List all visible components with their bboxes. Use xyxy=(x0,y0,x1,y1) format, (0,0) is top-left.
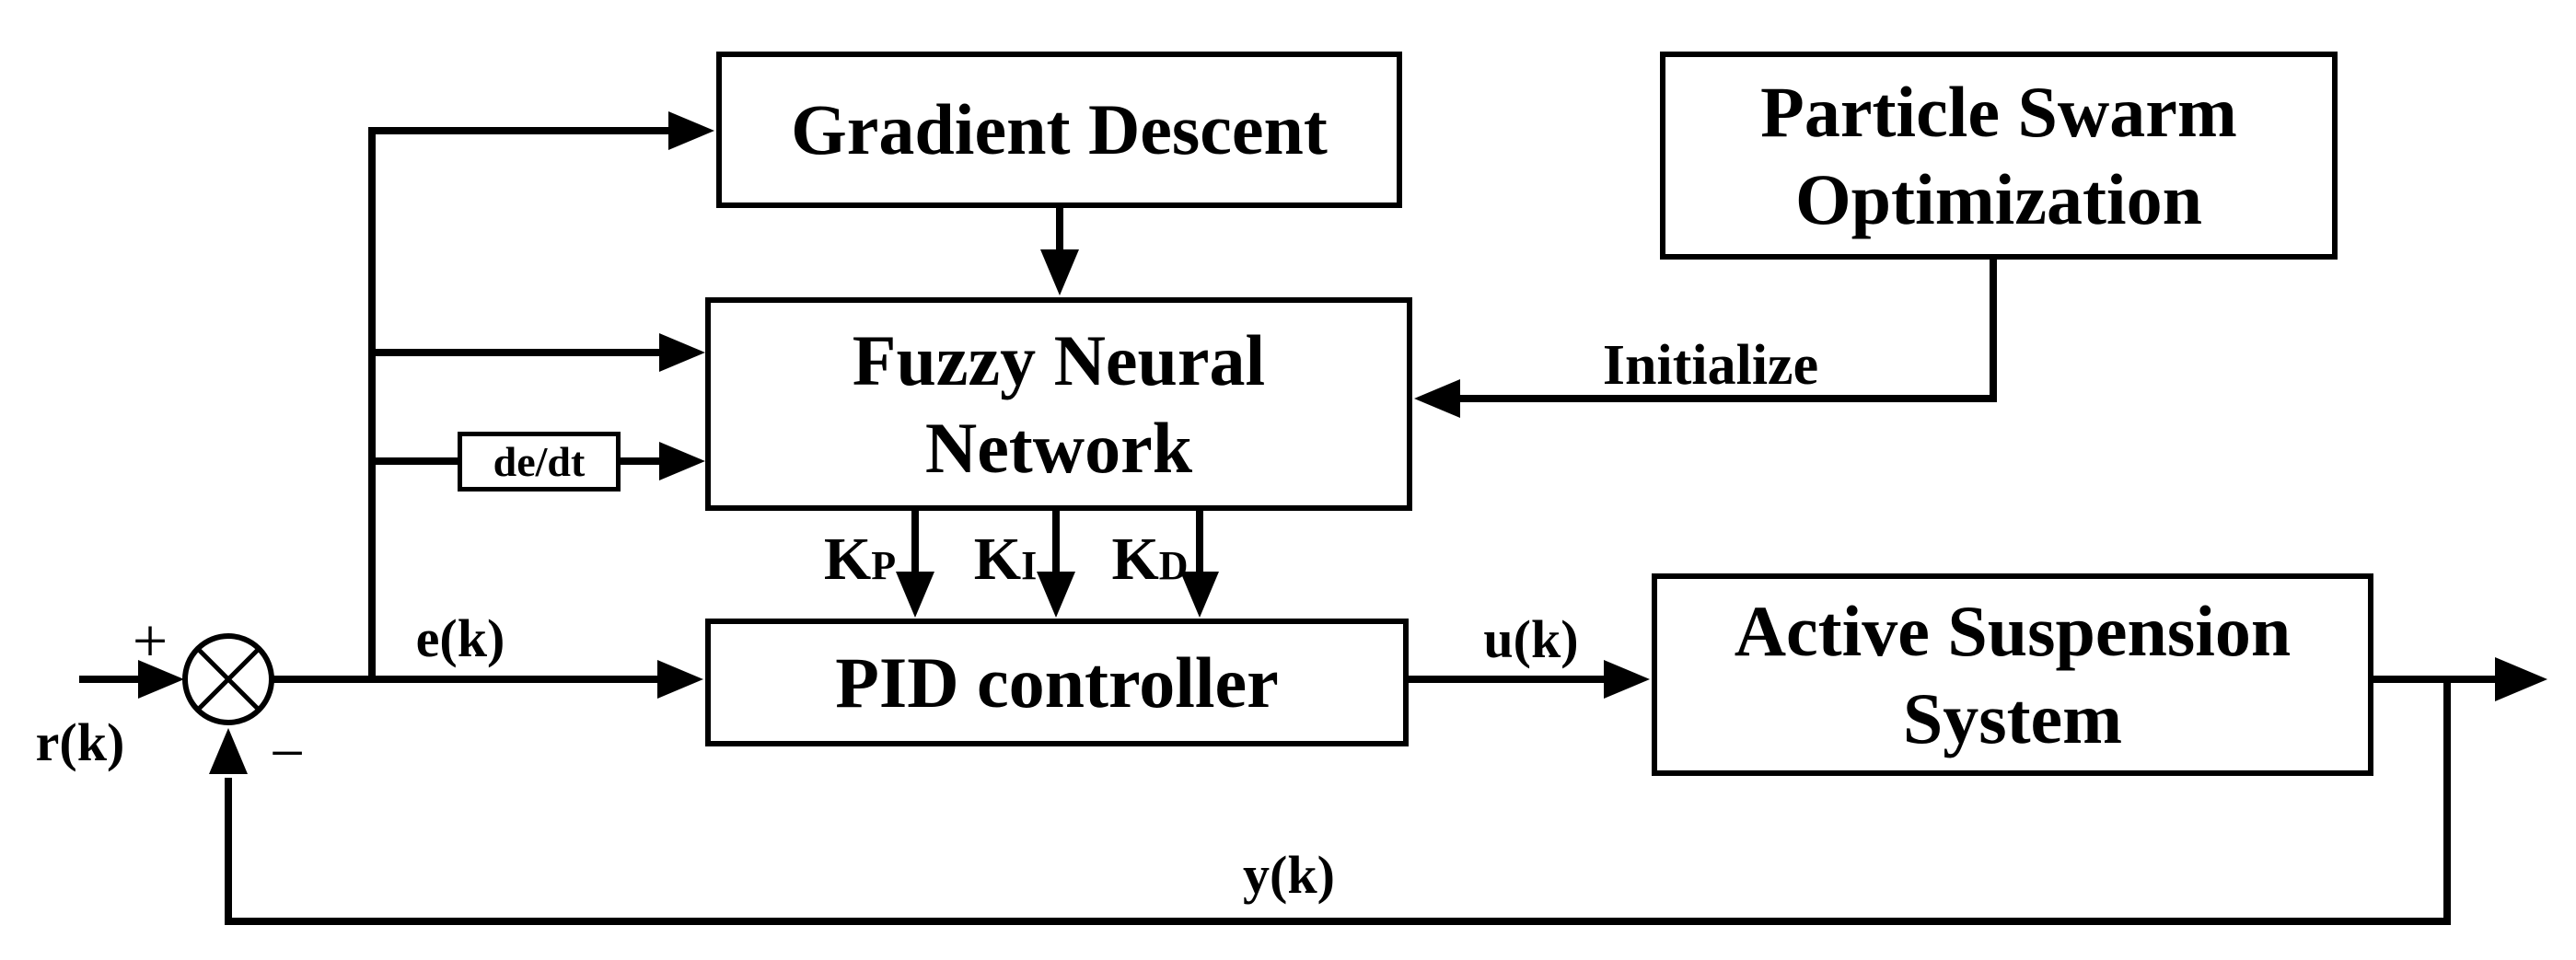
kp-gain-label: KP xyxy=(824,529,896,590)
error-signal-label: e(k) xyxy=(415,608,505,668)
block-active-suspension-system: Active Suspension System xyxy=(1652,573,2373,776)
block-particle-swarm-optimization: Particle Swarm Optimization xyxy=(1660,52,2338,260)
arrowhead-into-sum xyxy=(138,660,184,699)
initialize-label: Initialize xyxy=(1602,334,1819,397)
fnn-label-line2: Network xyxy=(924,408,1193,488)
arrowhead-into-fnn-upper xyxy=(659,333,705,372)
fnn-label-line1: Fuzzy Neural xyxy=(852,319,1266,400)
arrowhead-into-gradient-descent xyxy=(668,111,714,150)
pid-label: PID controller xyxy=(835,642,1279,723)
arrowhead-initialize xyxy=(1414,379,1460,418)
ki-gain-label: KI xyxy=(974,529,1037,590)
arrowhead-gd-to-fnn xyxy=(1040,249,1079,295)
kd-base: K xyxy=(1111,526,1159,593)
arrowhead-into-fnn-lower xyxy=(659,442,705,480)
minus-sign: − xyxy=(269,718,306,788)
kd-sub: D xyxy=(1158,543,1189,588)
kd-gain-label: KD xyxy=(1111,529,1188,590)
pso-label-line1: Particle Swarm xyxy=(1760,71,2237,152)
pso-initialize-line xyxy=(1458,260,1997,402)
arrowhead-feedback-into-sum xyxy=(209,728,248,774)
sum-junction-icon xyxy=(182,633,274,725)
feedback-line xyxy=(225,679,2451,925)
block-pid-controller: PID controller xyxy=(705,619,1409,746)
block-gradient-descent: Gradient Descent xyxy=(716,52,1402,208)
control-signal-label: u(k) xyxy=(1483,609,1579,669)
reference-signal-label: r(k) xyxy=(35,712,125,772)
kp-base: K xyxy=(823,526,872,593)
gradient-descent-label: Gradient Descent xyxy=(791,89,1328,170)
error-branch-to-gradient-descent xyxy=(368,127,670,679)
kp-sub: P xyxy=(871,543,897,588)
arrowhead-into-suspension xyxy=(1604,660,1650,699)
block-fuzzy-neural-network: Fuzzy Neural Network xyxy=(705,297,1412,511)
pso-label-line2: Optimization xyxy=(1795,159,2202,239)
suspension-label-line2: System xyxy=(1902,678,2123,758)
arrowhead-kp xyxy=(896,572,934,618)
derivative-label: de/dt xyxy=(493,437,586,485)
ki-base: K xyxy=(973,526,1022,593)
arrowhead-kd xyxy=(1180,572,1219,618)
arrowhead-system-output xyxy=(2495,657,2547,701)
arrowhead-into-pid xyxy=(657,660,703,699)
suspension-label-line1: Active Suspension xyxy=(1734,590,2292,671)
arrowhead-ki xyxy=(1037,572,1075,618)
ki-sub: I xyxy=(1021,543,1038,588)
output-signal-label: y(k) xyxy=(1243,845,1335,905)
block-derivative: de/dt xyxy=(458,432,621,492)
plus-sign: + xyxy=(132,606,168,676)
